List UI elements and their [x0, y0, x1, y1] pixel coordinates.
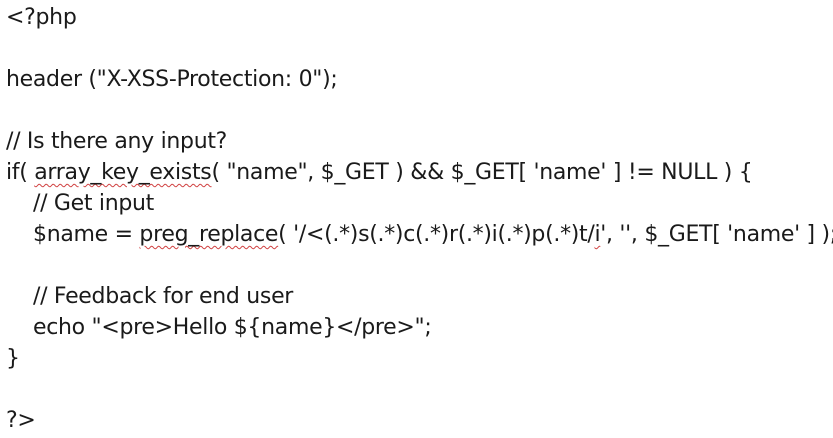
php-open-tag: <?php	[6, 5, 77, 30]
replace-args: ', '', $_GET[ 'name' ] );	[600, 222, 833, 247]
comment-text: // Feedback for end user	[33, 284, 294, 309]
php-close-tag: ?>	[6, 408, 36, 433]
assignment: $name =	[33, 222, 140, 247]
comment-text: // Get input	[33, 191, 155, 216]
if-keyword: if(	[6, 160, 35, 185]
code-line-php-close: ?>	[6, 405, 833, 436]
regex-flag: i	[594, 222, 601, 247]
close-brace: }	[6, 346, 20, 371]
code-line-close-brace: }	[6, 343, 833, 374]
code-line-preg-replace: $name = preg_replace( '/<(.*)s(.*)c(.*)r…	[6, 219, 833, 250]
regex-pattern: ( '/<(.*)s(.*)c(.*)r(.*)i(.*)p(.*)t/	[278, 222, 595, 247]
code-line-comment-get-input: // Get input	[6, 188, 833, 219]
comment-text: // Is there any input?	[6, 129, 228, 154]
header-call: header ("X-XSS-Protection: 0");	[6, 67, 338, 92]
code-line-comment-feedback: // Feedback for end user	[6, 281, 833, 312]
code-line-php-open: <?php	[6, 2, 833, 33]
blank-line	[6, 95, 833, 126]
function-name-array-key-exists: array_key_exists	[34, 160, 212, 185]
blank-line	[6, 374, 833, 405]
blank-line	[6, 33, 833, 64]
function-name-preg-replace: preg_replace	[139, 222, 279, 247]
code-line-if: if( array_key_exists( "name", $_GET ) &&…	[6, 157, 833, 188]
echo-statement: echo "<pre>Hello ${name}</pre>";	[33, 315, 432, 340]
code-line-echo: echo "<pre>Hello ${name}</pre>";	[6, 312, 833, 343]
blank-line	[6, 250, 833, 281]
code-line-header: header ("X-XSS-Protection: 0");	[6, 64, 833, 95]
code-line-comment-input: // Is there any input?	[6, 126, 833, 157]
if-condition: ( "name", $_GET ) && $_GET[ 'name' ] != …	[211, 160, 753, 185]
